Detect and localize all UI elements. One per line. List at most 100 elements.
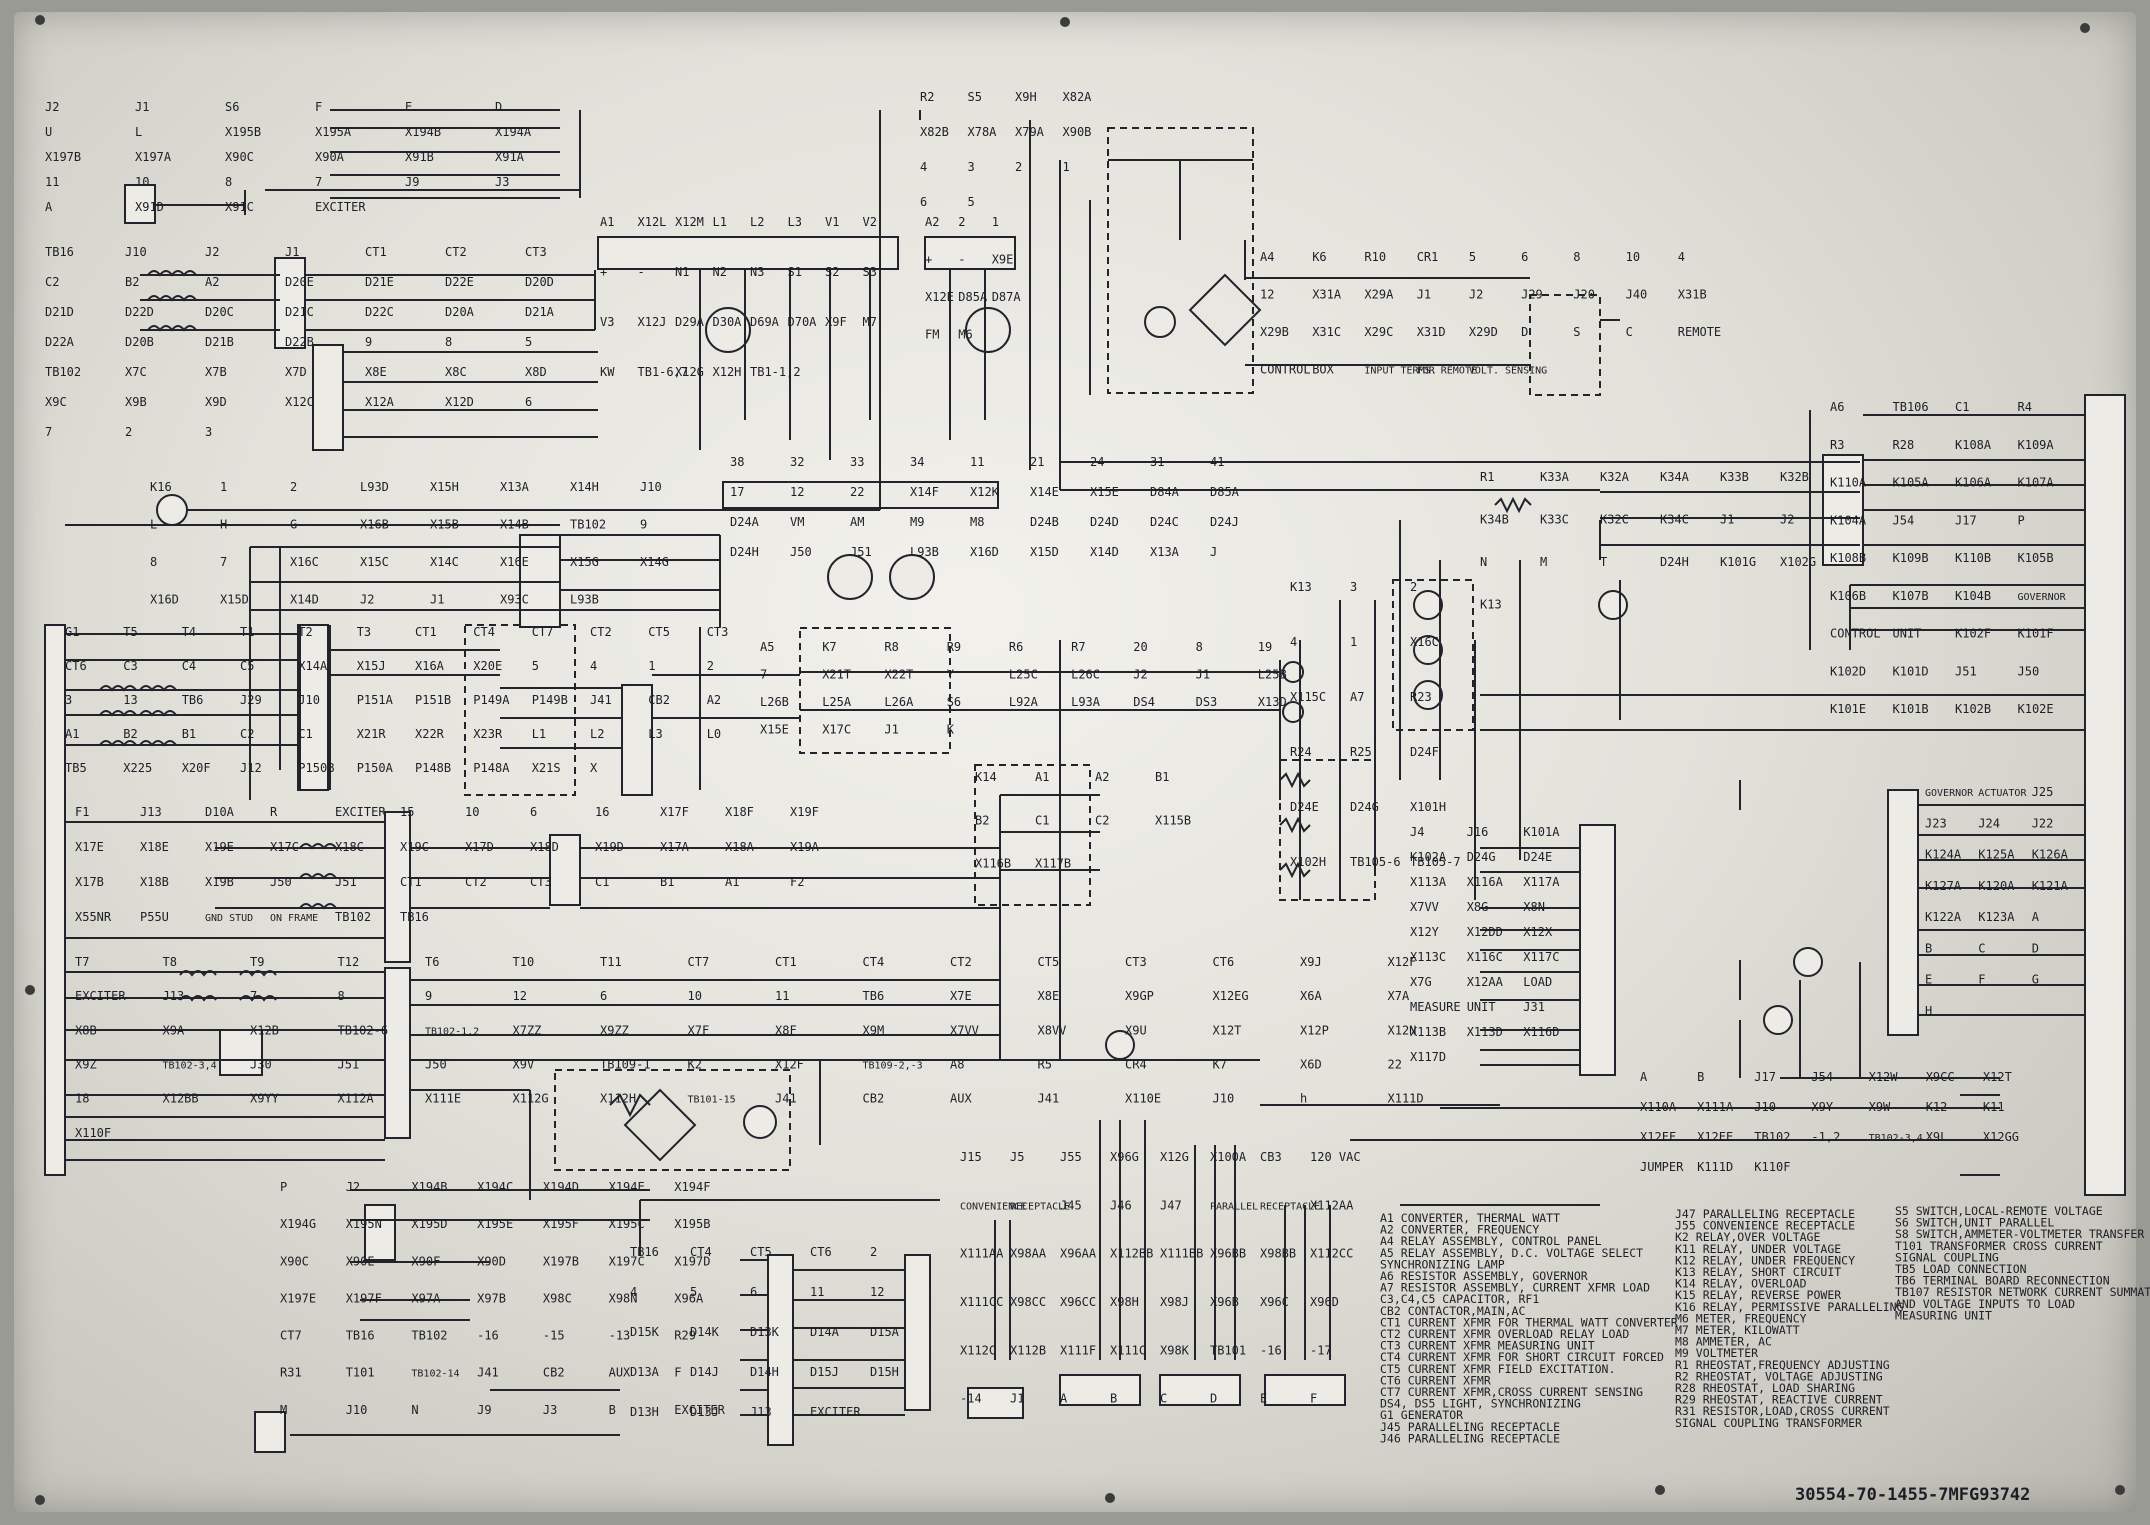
wire-label-r1-block: R1 (1480, 470, 1494, 484)
wire-label-left-ct: X15J (357, 659, 386, 673)
wire-label-mid-lower: X8E (1038, 989, 1060, 1003)
wire-label-lower-left: X194G (280, 1217, 316, 1231)
wire-label-load-measure: D24G (1467, 850, 1496, 864)
wire-label-ct-section: A2 (205, 275, 219, 289)
wire-label-receptacles: B (1110, 1392, 1117, 1406)
j55-receptacle (967, 1387, 1024, 1419)
wire-label-tb1-block: M8 (970, 515, 984, 529)
wire-label-k13-block: R24 (1290, 745, 1312, 759)
wire-label-exciter-mid: X19C (400, 840, 429, 854)
wire-label-receptacles: X96B (1210, 1295, 1239, 1309)
current-transformers (99, 270, 1532, 1118)
wire-label-left-ct: P149B (532, 693, 568, 707)
wire-label-mid-lower: X9Z (75, 1058, 97, 1072)
wire-label-k16-block: X14H (570, 480, 599, 494)
wire-label-receptacles: X98BB (1260, 1247, 1296, 1261)
wire-label-a1-block: + (600, 265, 607, 279)
wire-label-a5-block: R6 (1009, 640, 1023, 654)
wire-label-k13-block: X115C (1290, 690, 1326, 704)
wire-label-lower-left: R29 (674, 1329, 696, 1343)
wire-label-ct-section: J10 (125, 245, 147, 259)
wire-label-left-ct: X225 (123, 761, 152, 775)
wire-label-left-ct: P148B (415, 761, 451, 775)
wire-label-left-ct: 2 (707, 659, 714, 673)
wire-label-left-ct: P149A (473, 693, 510, 707)
wire-label-right-lower: X12EE (1697, 1130, 1733, 1144)
wire-label-tb1-block: 17 (730, 485, 744, 499)
wire-label-exciter-mid: X18E (140, 840, 169, 854)
wire-label-load-measure: D24E (1523, 850, 1552, 864)
wire-label-governor: K110A (1830, 476, 1867, 490)
wire-label-k14-block: X116B (975, 857, 1011, 871)
wire-label-mid-lower: X12P (1300, 1023, 1329, 1037)
wire-label-a4-block: FOR REMOTE (1417, 366, 1477, 377)
wire-label-left-ct: P150B (298, 761, 334, 775)
wire-label-left-ct: J10 (298, 693, 320, 707)
wire-label-receptacles: X100A (1210, 1150, 1247, 1164)
wire-label-tb1-block: J50 (790, 545, 812, 559)
wire-label-a1-block: X9F (825, 315, 847, 329)
wire-label-right-lower: X9CC (1926, 1070, 1955, 1084)
wire-label-actuator: K125A (1978, 848, 2015, 862)
legend-entry: J45 PARALLELING RECEPTACLE (1380, 1420, 1560, 1434)
wire-label-top-left: J2 (45, 100, 59, 114)
wire-label-actuator: GOVERNOR (1925, 788, 1974, 799)
wire-label-mid-lower: X7VV (950, 1023, 979, 1037)
wire-label-tb16-ct: D13A (630, 1365, 660, 1379)
wire-label-a5-block: L25C (1009, 668, 1038, 682)
wire-label-receptacles: X98AA (1010, 1247, 1047, 1261)
wire-label-mid-lower: X7F (688, 1023, 710, 1037)
wire-label-s5-r2: 3 (968, 160, 975, 174)
wire-label-governor: R28 (1893, 438, 1915, 452)
wire-label-ct-section: 6 (525, 395, 532, 409)
wire-label-receptacles: RECEPTACLE (1010, 1201, 1070, 1212)
wire-label-a5-block: 7 (760, 668, 767, 682)
wire-label-lower-left: EXCITER (674, 1403, 725, 1417)
wire-label-exciter-mid: X18C (335, 840, 364, 854)
wire-label-a5-block: R7 (1071, 640, 1085, 654)
k13-coil-1 (1413, 590, 1443, 620)
wire-label-mid-lower: TB6 (863, 989, 885, 1003)
wire-label-actuator: A (2032, 910, 2040, 924)
legend-entry: S8 SWITCH,AMMETER-VOLTMETER TRANSFER (1895, 1227, 2144, 1241)
legend-entry: A7 RESISTOR ASSEMBLY, CURRENT XFMR LOAD (1380, 1281, 1650, 1295)
a6-block (1822, 454, 1864, 566)
wire-label-tb16-ct: D14J (690, 1365, 719, 1379)
wire-label-ct-section: D22B (285, 335, 314, 349)
wire-label-a1-block: L3 (788, 215, 802, 229)
wire-label-a5-block: J2 (1133, 668, 1147, 682)
plate-number: 30554-70-1455-7MFG93742 (1795, 1485, 2030, 1505)
wire-label-left-ct: 1 (648, 659, 655, 673)
wire-label-r1-block: K32B (1780, 470, 1809, 484)
ds3-lamp (1282, 701, 1304, 723)
wire-label-mid-lower: K7 (1213, 1058, 1227, 1072)
wire-label-tb1-block: AM (850, 515, 864, 529)
wire-label-lower-left: -15 (543, 1329, 565, 1343)
wire-label-r1-block: K34A (1660, 470, 1690, 484)
wire-label-k13-block: A7 (1350, 690, 1364, 704)
wire-label-r1-block: J1 (1720, 513, 1734, 527)
wire-label-tb1-block: D85A (1210, 485, 1240, 499)
wire-label-left-ct: A2 (707, 693, 721, 707)
legend-entry: R29 RHEOSTAT, REACTIVE CURRENT (1675, 1393, 1883, 1407)
wire-label-exciter-mid: CT3 (530, 875, 552, 889)
wire-label-a4-block: D (1521, 325, 1528, 339)
wire-label-tb1-block: D84A (1150, 485, 1180, 499)
wire-label-actuator: C (1978, 941, 1985, 955)
wire-label-mid-lower: X112A (338, 1092, 375, 1106)
wire-label-tb16-ct: D15A (870, 1325, 900, 1339)
wire-label-a2-block: M6 (958, 328, 972, 342)
legend-entry: K11 RELAY, UNDER VOLTAGE (1675, 1242, 1841, 1256)
wire-label-mid-lower: X12F (775, 1058, 804, 1072)
wire-label-right-lower: X9Y (1811, 1100, 1833, 1114)
wire-label-k13-block: X101H (1410, 800, 1446, 814)
wire-label-a4-block: X29D (1469, 325, 1498, 339)
wire-label-a5-block: L25B (1258, 668, 1287, 682)
wire-label-lower-left: P (280, 1180, 287, 1194)
wire-label-k16-block: J1 (430, 593, 444, 607)
wire-label-k14-block: K14 (975, 770, 997, 784)
wire-label-mid-lower: T12 (338, 955, 360, 969)
wire-label-tb1-block: J (1210, 545, 1217, 559)
k13-relay-box (1392, 579, 1474, 731)
wire-label-mid-lower: CT3 (1125, 955, 1147, 969)
